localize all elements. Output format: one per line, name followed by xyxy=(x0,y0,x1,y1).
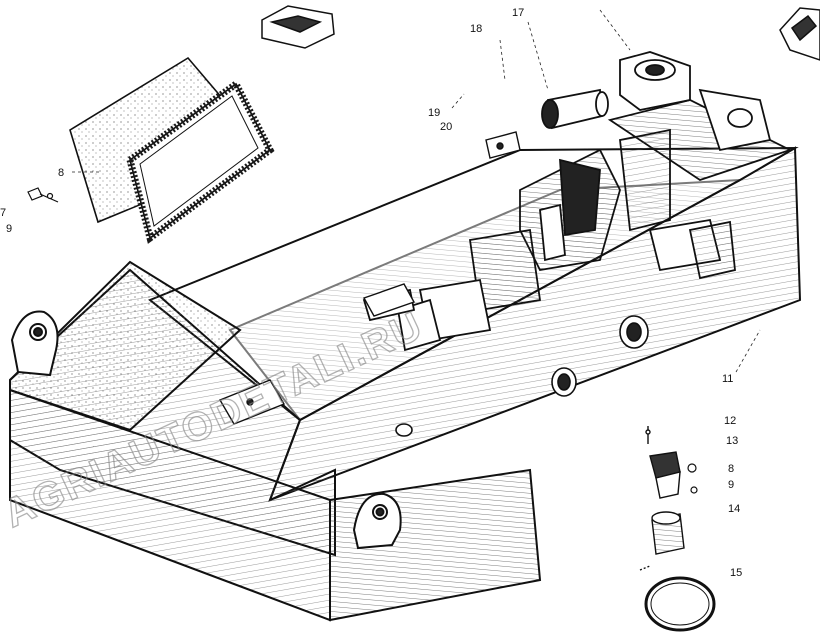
leader-lines xyxy=(72,9,761,373)
washer-parts xyxy=(687,463,698,494)
shaft-pin-part xyxy=(541,88,609,130)
central-mechanism xyxy=(362,128,736,352)
bolt-parts xyxy=(27,187,59,203)
callout-12: 12 xyxy=(724,415,736,427)
callout-18: 18 xyxy=(470,23,482,35)
callout-19: 19 xyxy=(428,107,440,119)
callout-8-left: 8 xyxy=(58,167,64,179)
callout-8-right: 8 xyxy=(728,463,734,475)
callout-13: 13 xyxy=(726,435,738,447)
callout-20: 20 xyxy=(440,121,452,133)
callout-14: 14 xyxy=(728,503,740,515)
callout-15: 15 xyxy=(730,567,742,579)
side-holes xyxy=(395,315,649,437)
o-ring-part xyxy=(644,576,716,632)
deck-plates xyxy=(218,131,521,425)
callout-labels: 18 17 19 20 8 7 9 11 12 13 8 9 14 15 xyxy=(0,7,742,579)
lifting-lug-left xyxy=(10,310,59,377)
callout-17: 17 xyxy=(512,7,524,19)
callout-9-left: 9 xyxy=(6,223,12,235)
callout-11: 11 xyxy=(722,373,733,385)
callout-9-right: 9 xyxy=(728,479,734,491)
lifting-lug-right xyxy=(352,492,402,550)
callout-7: 7 xyxy=(0,207,6,219)
fitting-part xyxy=(645,426,681,499)
cover-plate-part xyxy=(69,56,275,244)
top-bracket-part xyxy=(261,5,335,49)
plug-part xyxy=(639,511,685,571)
top-right-bracket-part xyxy=(779,7,820,61)
